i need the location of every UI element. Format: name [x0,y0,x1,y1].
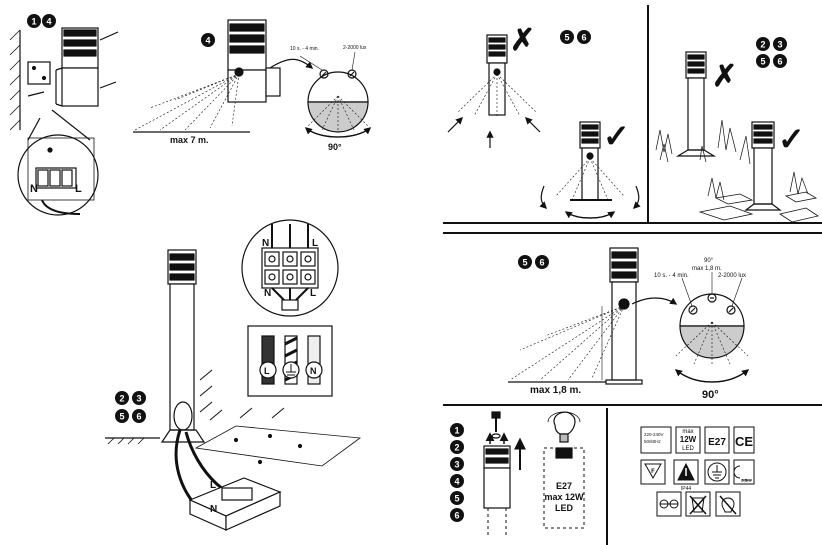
svg-text:3: 3 [136,394,141,404]
svg-text:5: 5 [564,33,569,43]
post-installation-diagram [105,219,362,531]
spec-voltage: 220-240V [644,432,664,437]
wall-sensor-light [133,19,372,138]
post-time-label: 10 s. - 4 min. [654,273,689,279]
right-mark-2: ✓ [778,121,805,157]
wall-angle-label: 90° [328,142,342,152]
post-height-label: max 1,8 m. [692,266,722,272]
zoom-terminal-n: N [262,238,269,249]
svg-text:6: 6 [777,57,782,67]
step-badge-4: 4 [201,33,215,47]
bulb-socket: E27 [556,481,572,491]
svg-text:2: 2 [454,443,459,453]
spec-max: max [682,429,693,435]
terminal-l: L [75,183,82,195]
spec-dist: 0,5m [741,478,751,483]
spec-freq: 50/60Hz [644,439,662,444]
step-badges-14: 1 4 [27,14,56,28]
post-range-label: max 1,8 m. [530,385,581,396]
spec-socket: E27 [708,437,726,448]
step-badges-2356-left: 2 3 5 6 [115,391,146,423]
svg-text:6: 6 [136,412,141,422]
post-angle-top: 90° [704,258,714,264]
svg-text:2: 2 [760,40,765,50]
svg-text:1: 1 [454,426,459,436]
svg-text:4: 4 [46,17,51,27]
post-orientation-diagram [447,34,641,219]
spec-led: LED [682,446,694,452]
post-angle-label: 90° [702,389,719,401]
spec-ce: CE [735,434,753,449]
svg-text:6: 6 [539,258,544,268]
post-lux-label: 2-2000 lux [718,273,746,279]
wall-light-mounting [9,27,119,216]
spec-f: F [651,469,655,475]
step-badges-56-mid: 5 6 [518,255,549,269]
spec-ip: IP44 [681,486,692,492]
svg-text:5: 5 [119,412,124,422]
box-terminal-n: N [210,504,217,515]
bulb-power: max 12W [544,492,584,502]
svg-text:5: 5 [760,57,765,67]
wall-lux-label: 2-2000 lux [343,45,367,51]
wire-label-n: N [310,366,317,376]
svg-text:4: 4 [454,477,459,487]
step-badges-2356-top: 2 3 5 6 [756,37,787,68]
wire-label-l: L [264,366,270,376]
zoom-terminal-n2: N [264,288,271,299]
right-mark-1: ✓ [603,118,630,154]
spec-power: 12W [680,435,697,444]
spec-symbols [640,426,755,517]
svg-text:6: 6 [454,511,459,521]
svg-text:1: 1 [31,17,36,27]
wall-time-label: 10 s. - 4 min. [290,46,319,52]
post-sensor-diagram [508,247,750,385]
wall-range-label: max 7 m. [170,135,209,145]
svg-text:5: 5 [522,258,527,268]
box-terminal-l: L [210,480,216,491]
wrong-mark-2: ✗ [712,60,737,93]
installation-location-diagram [655,51,819,223]
bulb-replacement-diagram [483,411,585,535]
zoom-terminal-l2: L [310,288,316,299]
panel-dividers [443,5,822,545]
bulb-type: LED [555,503,574,513]
wrong-mark-1: ✗ [510,24,535,57]
svg-text:4: 4 [205,36,210,46]
svg-text:5: 5 [454,494,459,504]
step-badges-56-top: 5 6 [560,30,591,44]
terminal-n: N [30,183,38,195]
svg-text:3: 3 [454,460,459,470]
step-badges-123456: 1 2 3 4 5 6 [450,423,464,522]
svg-text:3: 3 [777,40,782,50]
svg-text:6: 6 [581,33,586,43]
zoom-terminal-l: L [312,238,318,249]
svg-text:2: 2 [119,394,124,404]
